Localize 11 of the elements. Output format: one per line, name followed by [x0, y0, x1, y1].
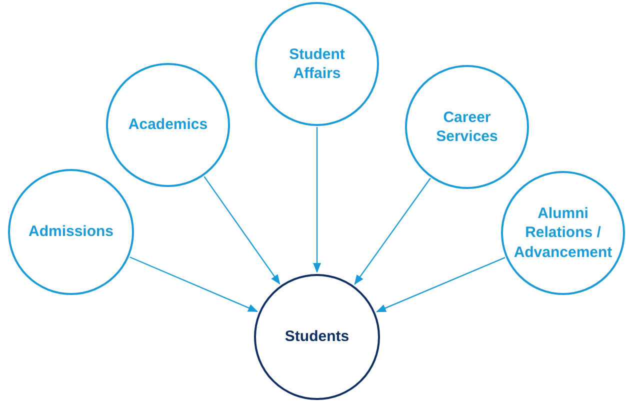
- node-label: Academics: [128, 115, 208, 135]
- arrow: [376, 256, 506, 312]
- node-label: Alumni Relations / Advancement: [512, 204, 614, 262]
- arrow: [204, 176, 280, 285]
- arrow: [313, 127, 321, 273]
- node-label: Student Affairs: [288, 44, 346, 84]
- node-label: Students: [284, 327, 350, 347]
- node-label: Career Services: [435, 108, 499, 146]
- arrow: [354, 178, 431, 285]
- arrow: [130, 256, 258, 312]
- node-label: Admissions: [28, 222, 114, 242]
